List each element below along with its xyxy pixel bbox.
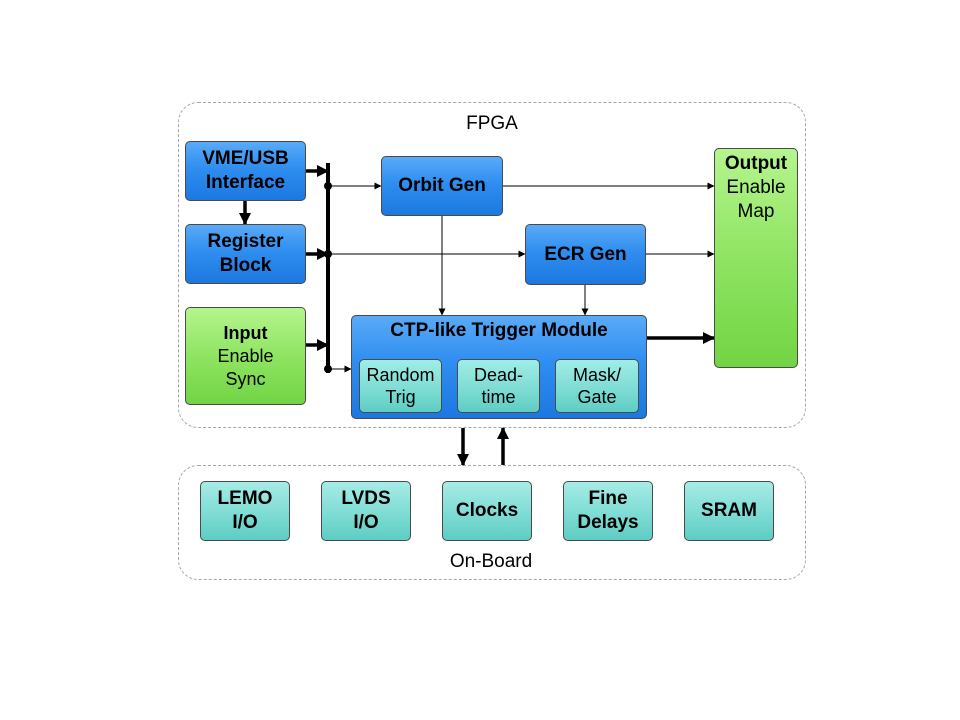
clocks-block: Clocks [442,481,532,541]
output-line3: Map [737,201,775,222]
lvds-io-block: LVDS I/O [321,481,411,541]
mask-gate-subblock: Mask/ Gate [555,359,639,413]
output-enable-map-block: Output Enable Map [714,148,798,368]
onboard-title: On-Board [449,551,533,572]
random-trig-line1: Random [366,365,435,385]
input-enable-sync-block: Input Enable Sync [185,307,306,405]
lemo-line1: LEMO [217,488,273,509]
vme-usb-line2: Interface [205,172,286,193]
lvds-line1: LVDS [341,488,391,509]
fine-delays-line1: Fine [588,488,628,509]
ecr-gen-label: ECR Gen [544,243,627,265]
clocks-line1: Clocks [455,500,519,521]
fine-delays-block: Fine Delays [563,481,653,541]
fpga-title: FPGA [466,113,518,134]
ecr-gen-block: ECR Gen [525,224,646,285]
orbit-gen-block: Orbit Gen [381,156,503,216]
output-line2: Enable [726,177,786,198]
fine-delays-line2: Delays [577,512,639,533]
register-line1: Register [207,231,284,252]
input-line1: Input [223,322,268,343]
lemo-line2: I/O [232,512,258,533]
lemo-io-block: LEMO I/O [200,481,290,541]
vme-usb-line1: VME/USB [202,148,289,169]
random-trig-subblock: Random Trig [359,359,442,413]
vme-usb-interface-block: VME/USB Interface [185,141,306,201]
random-trig-line2: Trig [385,387,416,407]
input-line2: Enable [217,345,274,366]
input-line3: Sync [225,368,266,389]
register-block: Register Block [185,224,306,284]
output-line1: Output [724,153,788,174]
mask-gate-line1: Mask/ [572,365,621,385]
deadtime-line1: Dead- [473,365,524,385]
mask-gate-line2: Gate [577,387,617,407]
register-line2: Block [219,255,272,276]
ctp-title: CTP-like Trigger Module [390,320,608,341]
sram-line1: SRAM [701,500,757,521]
deadtime-subblock: Dead- time [457,359,540,413]
onboard-region [178,465,806,580]
fpga-region [178,102,806,428]
sram-block: SRAM [684,481,774,541]
orbit-gen-label: Orbit Gen [398,175,486,196]
deadtime-line2: time [481,387,516,407]
lvds-line2: I/O [353,512,379,533]
